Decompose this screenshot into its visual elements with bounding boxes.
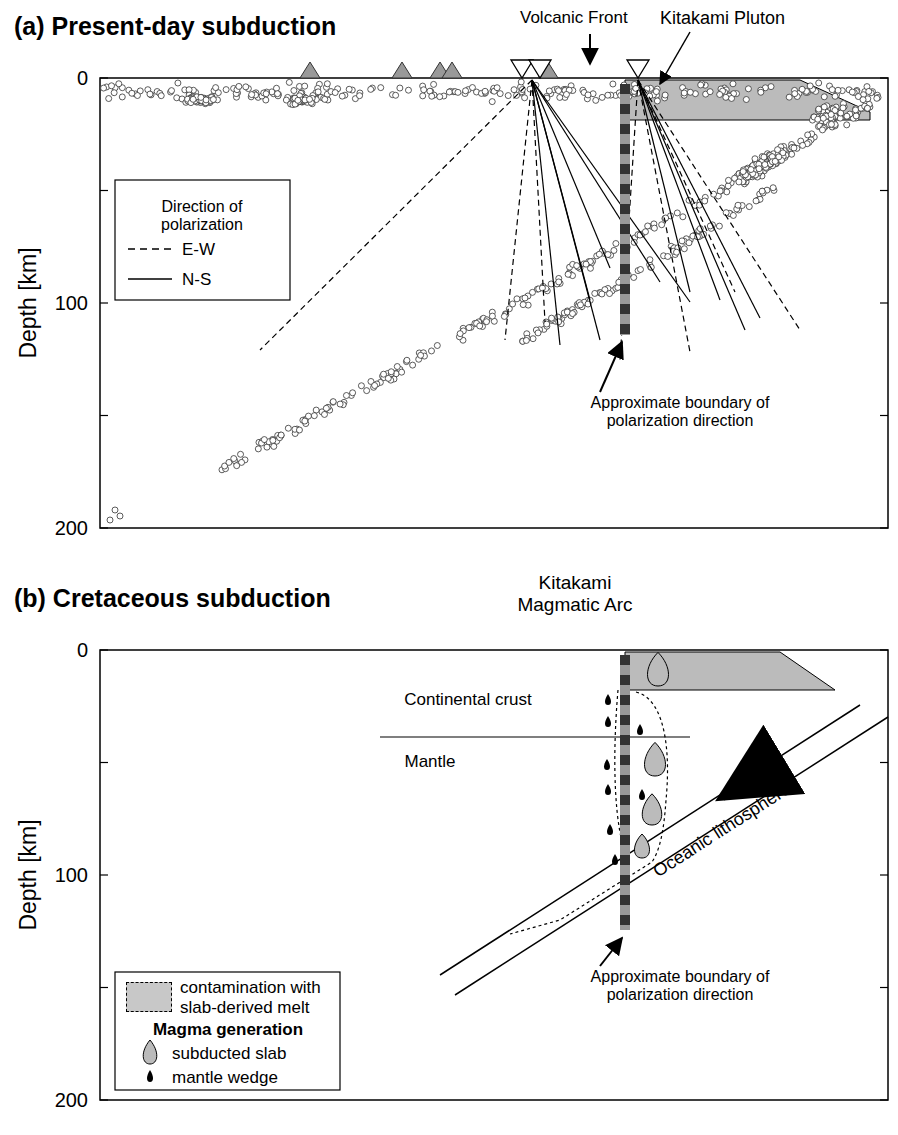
label: Magma generation — [153, 1020, 303, 1040]
plot-frame — [100, 650, 888, 1100]
volcanoes — [300, 60, 649, 78]
label: Mantle — [404, 752, 455, 772]
tick — [100, 190, 108, 191]
tick — [880, 77, 888, 78]
label: Approximate boundary of polarization dir… — [565, 968, 795, 1005]
tick — [880, 527, 888, 528]
label: 100 — [55, 292, 88, 315]
leader-arrow — [600, 342, 622, 392]
tick — [100, 527, 108, 528]
tick — [880, 302, 888, 303]
tick — [880, 649, 888, 650]
label: 100 — [55, 864, 88, 887]
label: Direction of polarization — [122, 198, 282, 235]
plot-frame — [100, 78, 888, 528]
label: Volcanic Front — [520, 8, 628, 28]
legend-swatch — [126, 982, 172, 1012]
label: 0 — [77, 639, 88, 662]
tick — [880, 415, 888, 416]
label: Kitakami Pluton — [660, 8, 785, 29]
tick — [880, 1099, 888, 1100]
legend-text: mantle wedge — [172, 1068, 278, 1088]
legend-line — [128, 278, 172, 280]
tick — [880, 762, 888, 763]
leader-arrow — [600, 938, 622, 966]
legend-shape — [143, 1040, 157, 1064]
leader-arrow — [660, 32, 690, 84]
seismicity — [101, 79, 881, 523]
tick — [100, 874, 108, 875]
tick — [880, 874, 888, 875]
legend-text: subducted slab — [172, 1044, 286, 1064]
ray-paths — [260, 80, 800, 360]
contamination-outline — [510, 692, 668, 934]
tick — [100, 649, 108, 650]
label: Kitakami Magmatic Arc — [495, 572, 655, 616]
tick — [100, 415, 108, 416]
legend-text: N-S — [182, 270, 211, 290]
tick — [100, 987, 108, 988]
label: Continental crust — [398, 690, 538, 710]
label: Depth [km] — [15, 247, 41, 358]
polarization-boundary — [625, 655, 626, 930]
polarization-boundary — [625, 84, 626, 335]
label: 200 — [55, 517, 88, 540]
label: 0 — [77, 67, 88, 90]
pluton — [625, 80, 870, 120]
legend-box — [115, 972, 340, 1090]
tick — [100, 1099, 108, 1100]
slab-base — [455, 717, 888, 995]
panel-title: (a) Present-day subduction — [14, 12, 336, 41]
tick — [100, 77, 108, 78]
legend-text: E-W — [182, 240, 215, 260]
legend-box — [115, 180, 290, 300]
tick — [880, 987, 888, 988]
pluton — [625, 652, 835, 690]
tick — [880, 190, 888, 191]
slab-surface — [440, 705, 860, 975]
panel-title: (b) Cretaceous subduction — [14, 584, 331, 613]
leader-arrow — [589, 34, 591, 64]
legend-line — [128, 248, 172, 250]
tick — [100, 762, 108, 763]
legend-text: contamination with slab-derived melt — [180, 978, 330, 1017]
label: Depth [km] — [15, 819, 41, 930]
label: Approximate boundary of polarization dir… — [565, 394, 795, 431]
tick — [100, 302, 108, 303]
label: 200 — [55, 1089, 88, 1112]
legend-shape — [147, 1070, 153, 1082]
magma-drops — [604, 652, 669, 865]
moho — [380, 736, 690, 737]
